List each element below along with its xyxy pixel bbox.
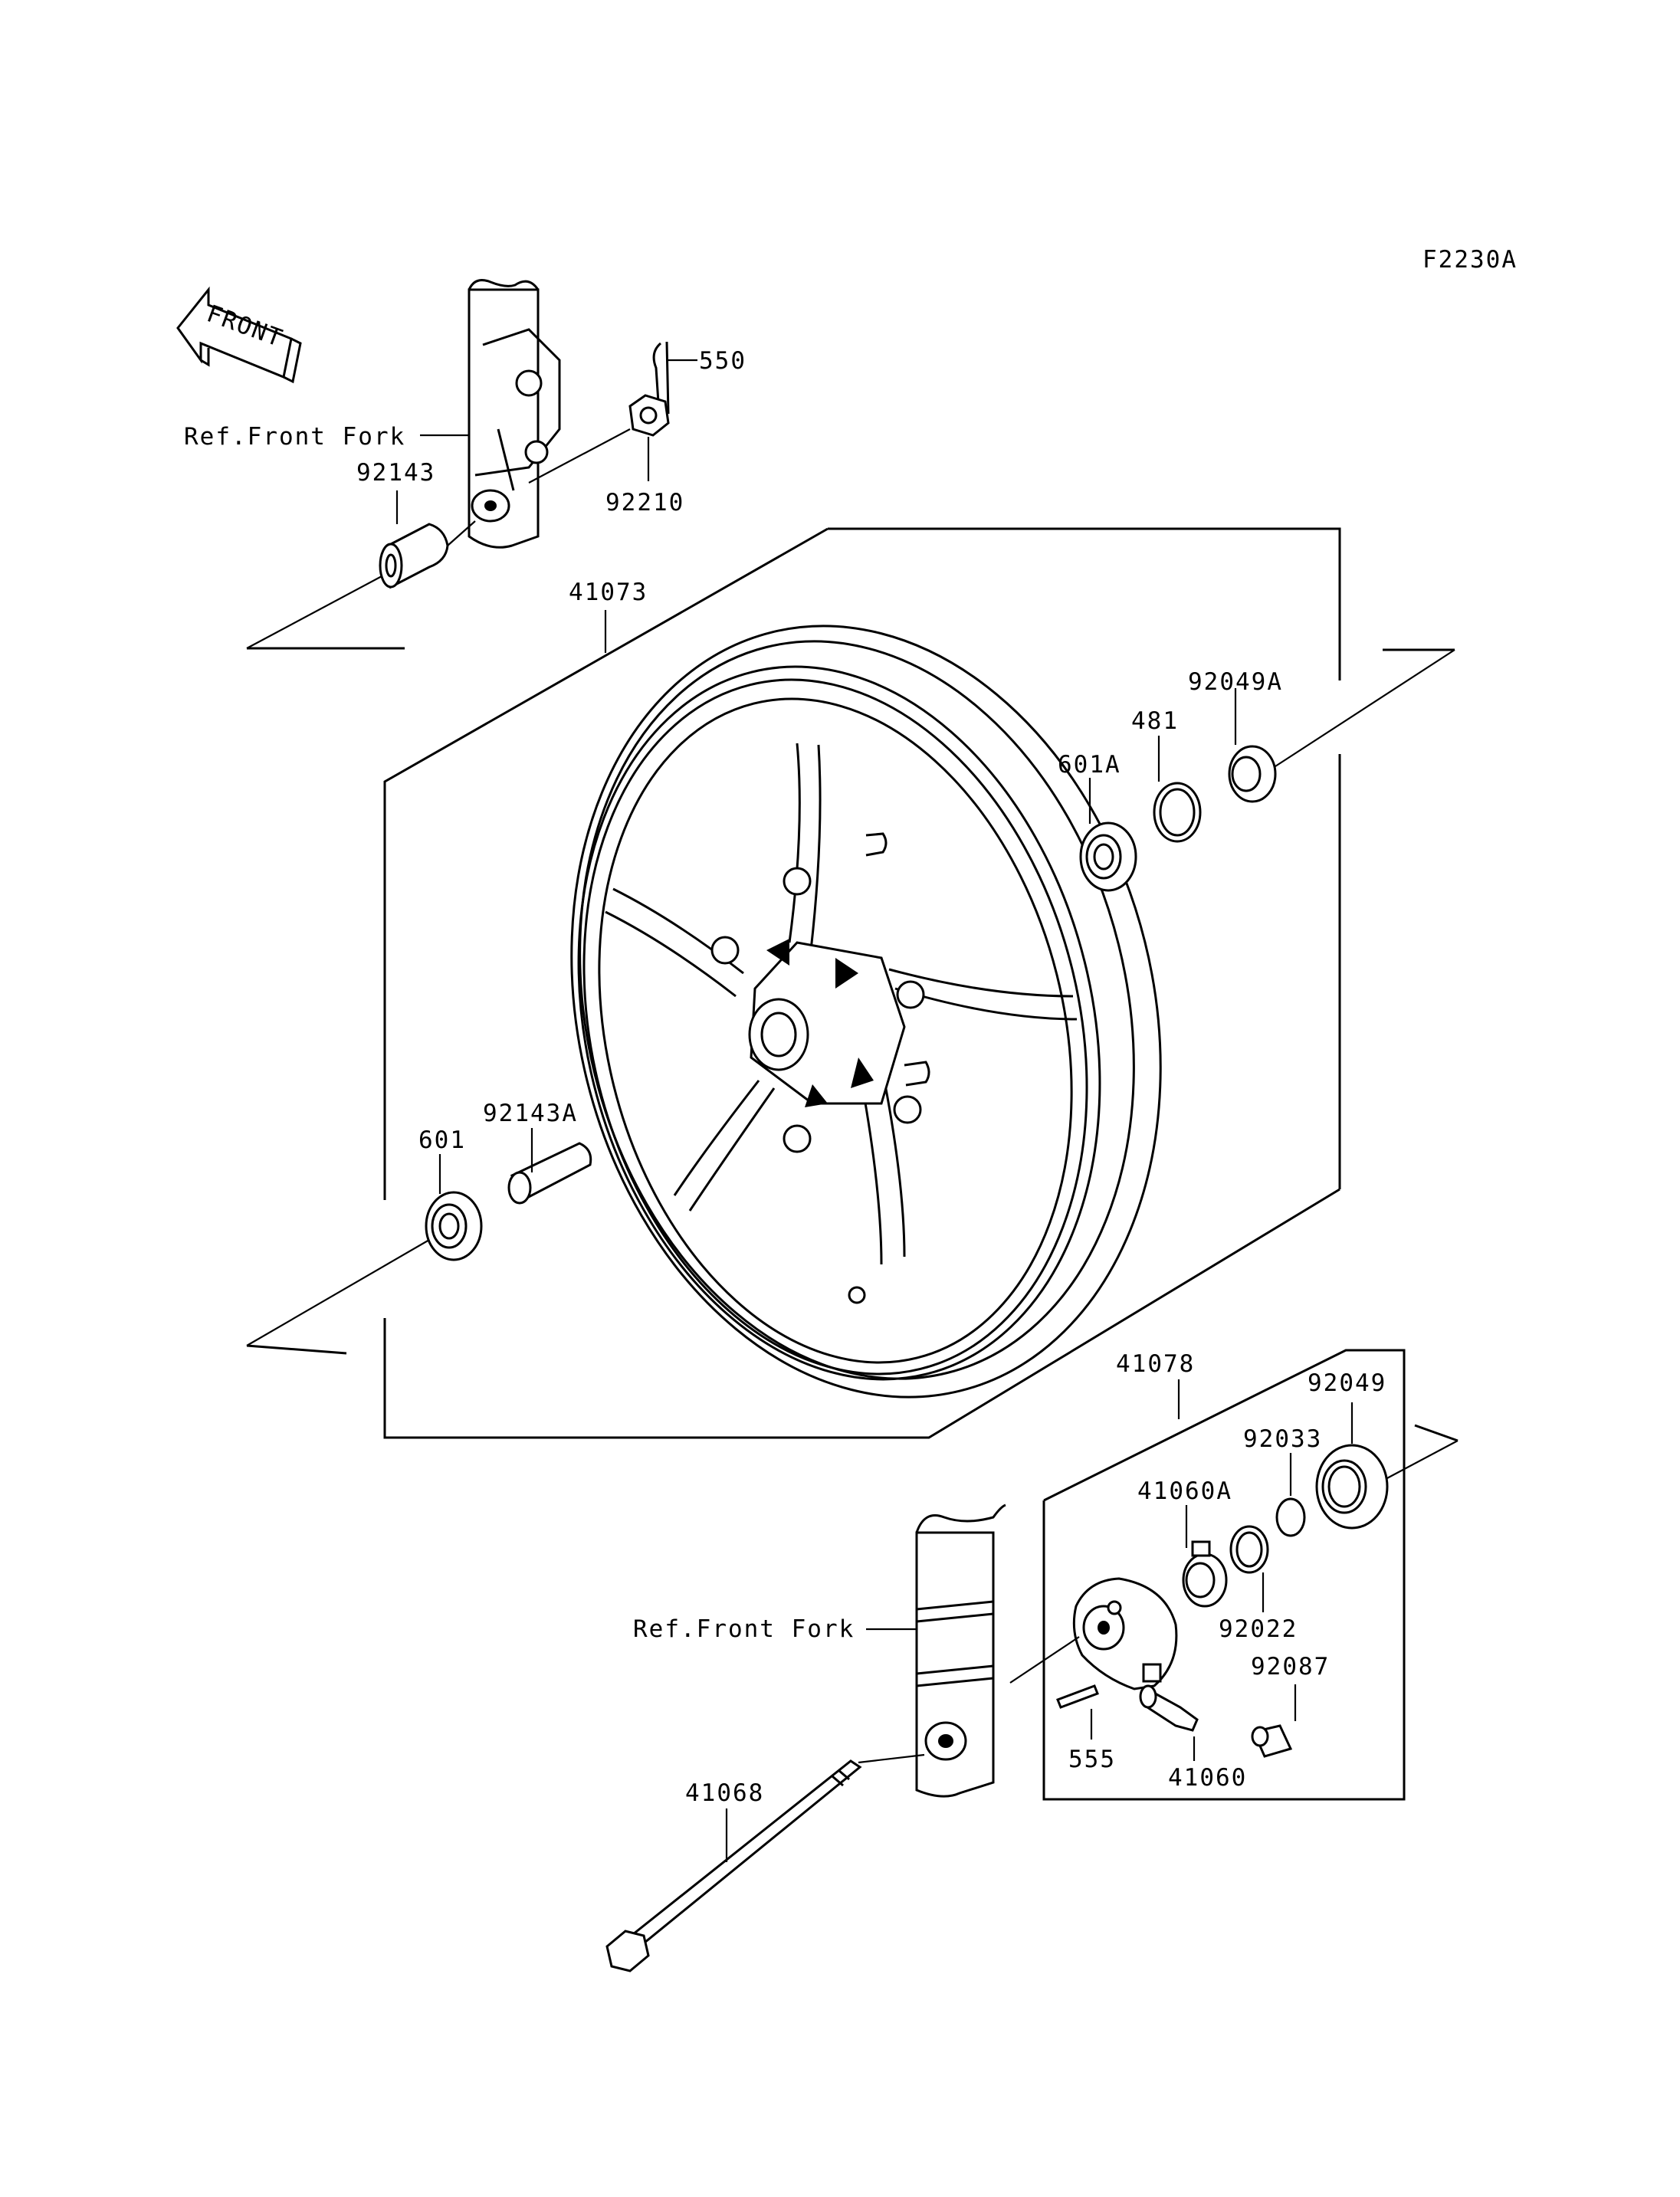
figure-code: F2230A: [1422, 246, 1518, 274]
cotter-pin-icon: [652, 341, 670, 415]
label-601: 601: [418, 1126, 466, 1154]
label-92143: 92143: [356, 459, 435, 487]
label-92033: 92033: [1243, 1425, 1322, 1453]
oil-seal-92049-icon: [1315, 1444, 1389, 1530]
label-92210: 92210: [605, 489, 684, 516]
bearing-601-icon: [425, 1191, 483, 1261]
label-41073: 41073: [569, 579, 648, 606]
axle-41068-icon: [605, 1759, 862, 1972]
washer-92022-icon: [1229, 1525, 1269, 1574]
pinion-gear-41060a-icon: [1182, 1540, 1228, 1608]
upper-fork-illustration: [468, 279, 561, 549]
label-92049a: 92049A: [1188, 668, 1283, 696]
ref-front-fork-lower: Ref.Front Fork: [633, 1615, 855, 1643]
label-92022: 92022: [1219, 1615, 1298, 1643]
front-arrow-icon: FRONT: [176, 286, 302, 384]
bearing-601a-icon: [1079, 821, 1137, 892]
label-92143a: 92143A: [483, 1100, 578, 1127]
label-92087: 92087: [1251, 1653, 1330, 1681]
label-550: 550: [699, 347, 746, 375]
drive-gear-41060-icon: [1139, 1684, 1199, 1732]
lower-fork-illustration: [915, 1503, 1006, 1798]
label-555: 555: [1068, 1746, 1116, 1773]
gear-housing-icon: [1072, 1577, 1178, 1690]
label-41068: 41068: [685, 1779, 764, 1807]
pin-555-icon: [1056, 1684, 1099, 1709]
ref-front-fork-upper: Ref.Front Fork: [184, 423, 405, 451]
oil-seal-92049a-icon: [1228, 745, 1277, 803]
label-41060a: 41060A: [1137, 1477, 1232, 1505]
bushing-92087-icon: [1251, 1724, 1293, 1758]
label-601a: 601A: [1058, 751, 1121, 779]
label-92049: 92049: [1308, 1369, 1386, 1397]
wheel-illustration: [570, 625, 1162, 1399]
label-481: 481: [1131, 707, 1179, 735]
circlip-481-icon: [1153, 782, 1202, 843]
collar-center-icon: [507, 1142, 592, 1205]
circlip-92033-icon: [1275, 1497, 1306, 1537]
label-41060: 41060: [1168, 1764, 1247, 1792]
collar-upper-icon: [379, 523, 449, 589]
castle-nut-icon: [628, 394, 670, 437]
label-41078: 41078: [1116, 1350, 1195, 1378]
